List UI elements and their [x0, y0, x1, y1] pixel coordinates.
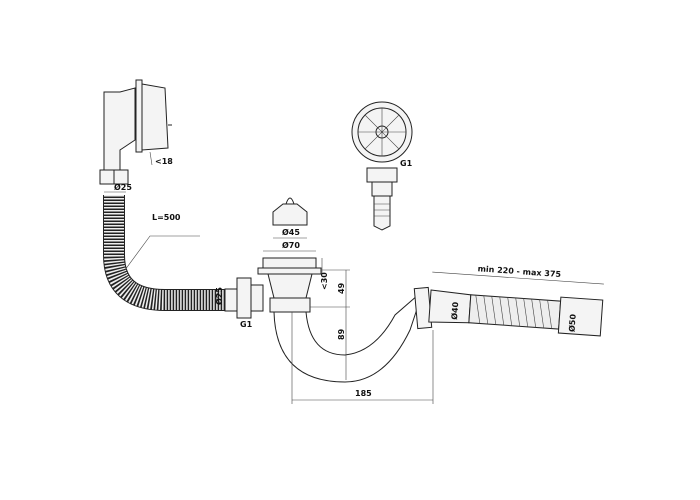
upper-height-label: 49: [337, 282, 346, 294]
stopper-diameter-label: Ø45: [282, 227, 300, 237]
left-thread-label: G1: [240, 320, 253, 329]
grate-thread-label: G1: [400, 159, 413, 168]
trap-width-label: 185: [355, 389, 372, 398]
flange-thickness-label: <30: [320, 272, 329, 290]
outlet-inner-diameter-label: Ø40: [449, 301, 460, 320]
outlet-outer-diameter-label: Ø50: [566, 313, 577, 332]
grate-view: G1: [351, 101, 413, 231]
outlet-length-label: min 220 - max 375: [477, 264, 561, 279]
drain-and-trap: Ø70 <30 49 89 185: [257, 240, 434, 404]
flange-diameter-label: Ø70: [282, 240, 300, 250]
overflow-angle-label: <18: [155, 157, 173, 166]
outlet-hose: Ø40 Ø50 min 220 - max 375: [428, 264, 604, 337]
corrugated-hose: L=500 Ø25 G1: [103, 195, 264, 329]
overflow-assembly: <18 Ø25: [99, 79, 173, 193]
hose-length-label: L=500: [152, 213, 181, 222]
hose-end-diameter-label: Ø25: [214, 287, 224, 305]
overflow-diameter-label: Ø25: [114, 182, 132, 192]
stopper: Ø45: [272, 197, 308, 239]
lower-height-label: 89: [337, 328, 346, 340]
